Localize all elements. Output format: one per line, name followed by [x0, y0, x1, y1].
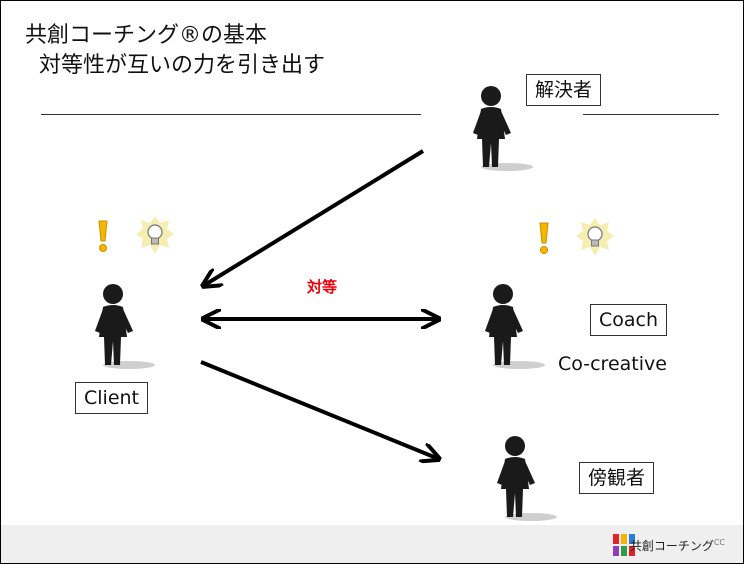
- person-icon-client: [95, 284, 155, 369]
- title-line-1: 共創コーチング®の基本: [25, 23, 268, 48]
- coach-label: Coach: [590, 304, 668, 336]
- equal-label: 対等: [307, 278, 338, 296]
- exclamation-icon: [539, 222, 549, 254]
- exclamation-icon: [98, 220, 108, 252]
- arrow-client-to-observer: [200, 360, 439, 459]
- person-icon-coach: [485, 284, 545, 369]
- title-rule-left: [41, 114, 421, 115]
- lightbulb-icon: [576, 218, 614, 256]
- slide-footer: 共創コーチングCC: [1, 525, 743, 563]
- client-label: Client: [75, 382, 149, 414]
- footer-brand-suffix: CC: [713, 538, 725, 547]
- footer-brand-name: 共創コーチング: [629, 539, 714, 553]
- person-icon-solver: [473, 86, 533, 171]
- title-line-2: 対等性が互いの力を引き出す: [39, 53, 326, 78]
- person-icon-observer: [497, 436, 557, 521]
- solver-label: 解決者: [526, 74, 602, 106]
- brand-logo-icon: [613, 534, 635, 556]
- observer-label: 傍観者: [579, 462, 655, 494]
- footer-brand: 共創コーチングCC: [630, 537, 725, 554]
- lightbulb-icon: [136, 216, 174, 254]
- co-creative-label: Co-creative: [558, 353, 667, 375]
- title-rule-right: [583, 114, 719, 115]
- arrow-solver-to-client: [203, 149, 425, 286]
- slide-title: 共創コーチング®の基本 対等性が互いの力を引き出す: [25, 21, 325, 81]
